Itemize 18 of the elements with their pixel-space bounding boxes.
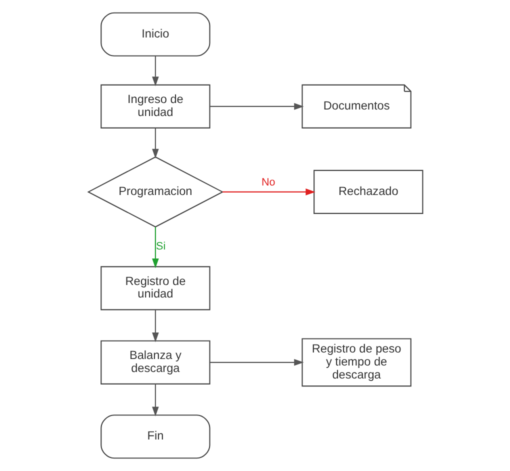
node-box: Registro de unidad [100,266,210,310]
arrow [152,384,158,416]
node-box: Inicio [100,12,210,56]
edge-label: No [260,176,275,188]
edge-label: Si [156,240,166,252]
node-box: Fin [100,414,210,459]
node-diamond: Programacion [86,156,224,228]
node-box: Rechazado [313,170,423,214]
node-box: Ingreso de unidad [100,84,210,128]
node-box: Balanza y descarga [100,340,210,384]
arrow [152,128,158,159]
arrow [152,56,158,86]
arrow [222,188,315,196]
arrow [152,310,158,342]
node-box: Registro de peso y tiempo de descarga [301,338,411,387]
arrow [210,359,304,366]
arrow [210,103,304,110]
arrow [152,227,158,268]
